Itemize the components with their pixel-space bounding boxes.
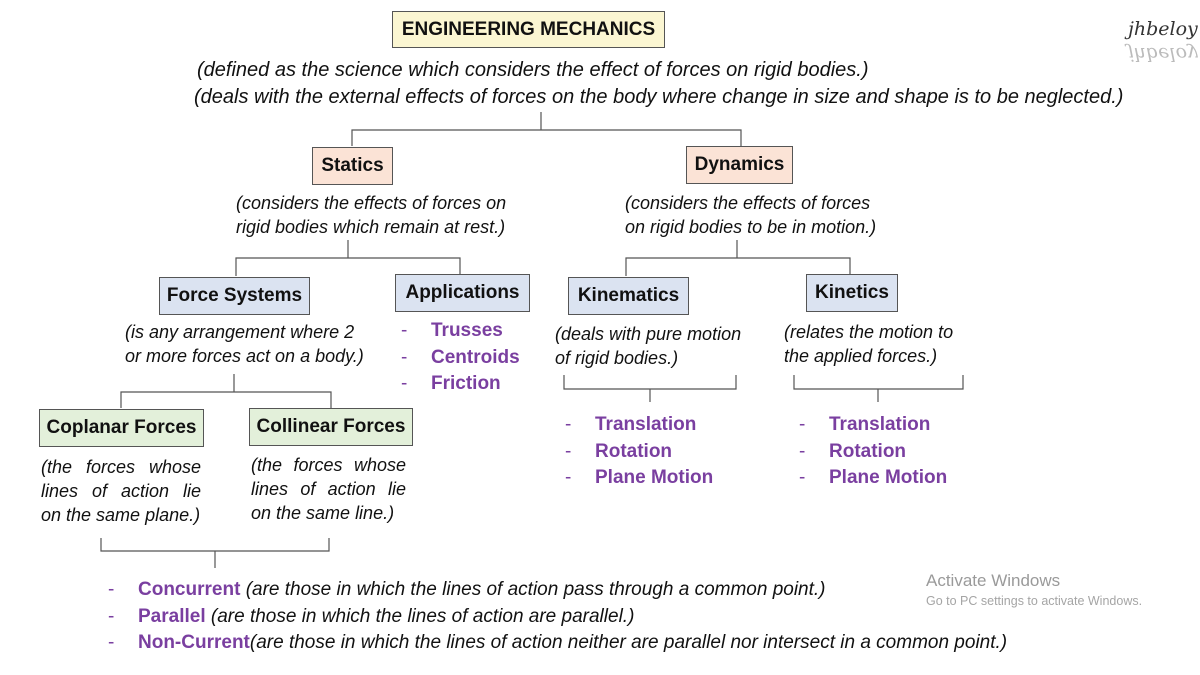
force-systems-box: Force Systems <box>159 277 310 315</box>
connector-statics <box>235 240 461 276</box>
brace-kinematics <box>563 375 737 402</box>
signature: jhbeloy <box>1128 18 1198 40</box>
kinematics-item-plane-motion: -Plane Motion <box>565 465 713 492</box>
coplanar-desc-line-3: on the same plane.) <box>41 505 201 525</box>
dynamics-desc-2: on rigid bodies to be in motion.) <box>625 217 877 237</box>
kinematics-box: Kinematics <box>568 277 689 315</box>
force-type-parallel: -Parallel (are those in which the lines … <box>108 604 634 631</box>
kinematics-desc-2: of rigid bodies.) <box>555 348 679 368</box>
dash: - <box>565 440 572 462</box>
kinetics-item-rotation: -Rotation <box>799 439 906 466</box>
connector-root <box>351 112 742 146</box>
activate-windows-title: Activate Windows <box>926 571 1061 590</box>
collinear-desc-line-1: (the forces whose <box>251 455 406 475</box>
statics-desc-2: rigid bodies which remain at rest.) <box>236 217 506 237</box>
dash: - <box>401 320 408 341</box>
collinear-forces-title: Collinear Forces <box>256 416 406 437</box>
statics-title: Statics <box>321 155 384 176</box>
dash: - <box>799 467 806 488</box>
dash: - <box>108 579 115 600</box>
engineering-mechanics-desc-2: (deals with the external effects of forc… <box>194 86 1124 108</box>
dash: - <box>401 346 408 368</box>
activate-windows-subtitle: Go to PC settings to activate Windows. <box>926 594 1143 608</box>
connector-dynamics <box>625 240 851 276</box>
applications-title: Applications <box>405 282 520 303</box>
application-item-trusses: -Trusses <box>401 318 503 345</box>
dash: - <box>108 632 115 653</box>
kinematics-item-rotation: -Rotation <box>565 439 672 466</box>
coplanar-forces-title: Coplanar Forces <box>46 417 197 438</box>
kinetics-box: Kinetics <box>806 274 898 312</box>
application-item-centroids: -Centroids <box>401 345 520 372</box>
kinematics-item-translation: -Translation <box>565 412 696 439</box>
dash: - <box>799 414 806 435</box>
dash: - <box>799 440 806 462</box>
collinear-desc-line-3: on the same line.) <box>251 503 395 523</box>
dash: - <box>565 414 572 435</box>
coplanar-desc-line-1: (the forces whose <box>41 457 201 477</box>
signature-reflection: jhbeloy <box>1128 43 1198 65</box>
engineering-mechanics-box: ENGINEERING MECHANICS <box>392 11 665 48</box>
applications-box: Applications <box>395 274 530 312</box>
engineering-mechanics-title: ENGINEERING MECHANICS <box>401 18 656 40</box>
brace-forces <box>100 538 330 568</box>
dash: - <box>401 373 408 394</box>
force-systems-desc-1: (is any arrangement where 2 <box>125 322 355 342</box>
brace-kinetics <box>793 375 964 402</box>
force-systems-title: Force Systems <box>166 285 303 306</box>
force-type-non-current: -Non-Current(are those in which the line… <box>108 630 1007 657</box>
engineering-mechanics-desc-1: (defined as the science which considers … <box>197 59 869 81</box>
statics-box: Statics <box>312 147 393 185</box>
collinear-desc-line-2: lines of action lie <box>251 479 406 499</box>
dynamics-desc-1: (considers the effects of forces <box>625 193 871 213</box>
coplanar-desc-line-2: lines of action lie <box>41 481 201 501</box>
kinetics-desc-2: the applied forces.) <box>784 346 938 366</box>
connector-force-systems <box>120 374 332 408</box>
dynamics-title: Dynamics <box>694 154 785 175</box>
dynamics-box: Dynamics <box>686 146 793 184</box>
kinetics-title: Kinetics <box>815 282 889 303</box>
dash: - <box>108 605 115 627</box>
collinear-forces-box: Collinear Forces <box>249 408 413 446</box>
coplanar-forces-desc: (the forces whose lines of action lie on… <box>41 455 201 527</box>
dash: - <box>565 467 572 488</box>
kinematics-desc-1: (deals with pure motion <box>555 324 742 344</box>
coplanar-forces-box: Coplanar Forces <box>39 409 204 447</box>
kinematics-title: Kinematics <box>577 285 680 306</box>
kinetics-item-plane-motion: -Plane Motion <box>799 465 947 492</box>
kinetics-desc-1: (relates the motion to <box>784 322 954 342</box>
kinetics-item-translation: -Translation <box>799 412 930 439</box>
force-type-concurrent: -Concurrent (are those in which the line… <box>108 577 826 604</box>
force-systems-desc-2: or more forces act on a body.) <box>125 346 364 366</box>
collinear-forces-desc: (the forces whose lines of action lie on… <box>251 453 406 525</box>
application-item-friction: -Friction <box>401 371 501 398</box>
statics-desc-1: (considers the effects of forces on <box>236 193 507 213</box>
